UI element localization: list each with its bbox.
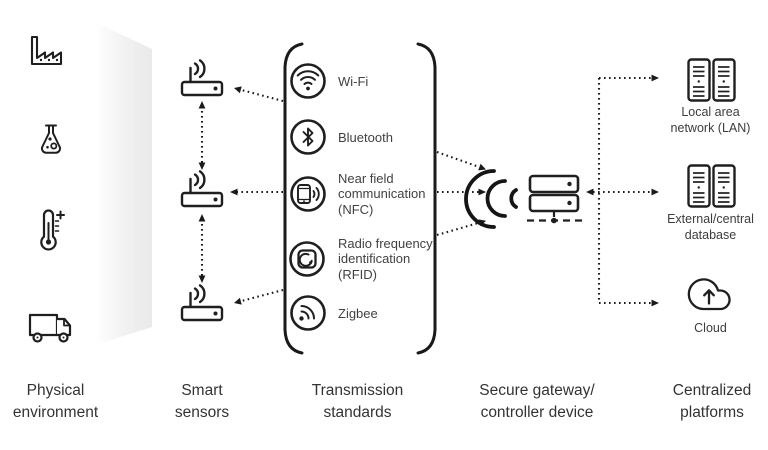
- server-stack-icon: [527, 174, 582, 224]
- sensor-link-arrow-2: [198, 214, 206, 283]
- sensor-link-arrow-1: [198, 101, 206, 170]
- stage-label-centralized-platforms: Centralized platforms: [672, 382, 752, 421]
- stage-label-smart-sensors: Smart sensors: [174, 382, 230, 421]
- lan-label: Local area network (LAN): [670, 105, 751, 136]
- cloud-label: Cloud: [694, 321, 727, 335]
- wifi-icon: [290, 63, 326, 99]
- standards-to-gateway-arrow-2: [437, 188, 486, 196]
- bracket-right: [416, 42, 437, 355]
- sensor-router-icon-2: [180, 170, 224, 208]
- lan-icon: [687, 58, 736, 102]
- dotted-arrows: [198, 74, 659, 307]
- stage-label-secure-gateway: Secure gateway/ controller device: [479, 382, 595, 421]
- standards-to-sensor-arrow-2: [230, 188, 283, 196]
- sensor-router-icon-3: [180, 284, 224, 322]
- bluetooth-icon: [290, 119, 326, 155]
- zigbee-icon: [290, 295, 326, 331]
- database-icon: [687, 164, 736, 208]
- nfc-label: Near field communication (NFC): [338, 171, 426, 217]
- truck-icon: [28, 313, 72, 343]
- database-label: External/central database: [667, 212, 754, 243]
- standards-to-sensor-arrow-1: [234, 86, 284, 103]
- flask-icon: [41, 124, 61, 154]
- bluetooth-label: Bluetooth: [338, 130, 393, 145]
- wifi-label: Wi-Fi: [338, 74, 369, 89]
- zigbee-label: Zigbee: [338, 306, 378, 321]
- bracket-left: [283, 42, 304, 355]
- perspective-panel: [95, 22, 152, 345]
- rfid-label: Radio frequency identification (RFID): [338, 236, 433, 282]
- cloud-upload-icon: [687, 278, 731, 311]
- nfc-phone-icon: [290, 176, 326, 212]
- factory-icon: [30, 35, 63, 66]
- rfid-tag-icon: [289, 241, 325, 277]
- gateway-to-platforms-connector: [586, 74, 659, 307]
- sensor-router-icon-1: [180, 59, 224, 97]
- stage-label-transmission-standards: Transmission standards: [311, 382, 404, 421]
- standards-to-gateway-arrow-1: [436, 151, 486, 171]
- wireless-signal-icon: [464, 169, 518, 229]
- thermometer-icon: [40, 209, 65, 251]
- stage-label-physical-environment: Physical environment: [12, 382, 99, 421]
- standards-to-sensor-arrow-3: [234, 288, 284, 305]
